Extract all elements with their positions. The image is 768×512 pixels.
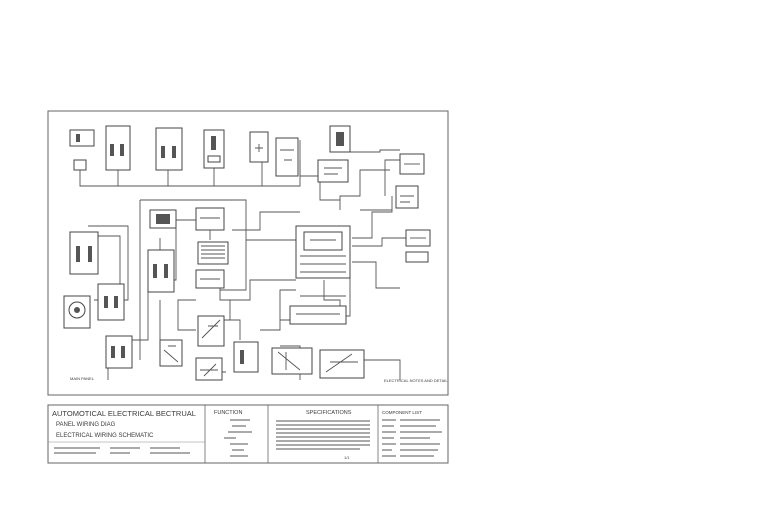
component-top-6 <box>275 137 299 177</box>
central-controller <box>295 225 351 279</box>
component-top-1 <box>69 129 95 171</box>
label-notes-caption: ELECTRICAL NOTES AND DETAIL <box>384 378 448 383</box>
component-right-3 <box>395 185 419 209</box>
component-mid-1 <box>149 209 177 229</box>
component-right-1 <box>317 159 349 183</box>
component-left-4 <box>105 335 133 369</box>
component-right-4 <box>405 229 431 247</box>
component-top-7 <box>329 125 351 153</box>
legend-heading: COMPONENT LIST <box>382 410 422 415</box>
component-mid-9 <box>289 305 347 325</box>
component-mid-7 <box>195 357 223 381</box>
component-mid-6 <box>159 339 183 367</box>
component-top-3 <box>155 127 183 171</box>
component-top-2 <box>105 125 131 171</box>
component-left-1 <box>69 231 99 275</box>
component-mid-2 <box>195 207 225 231</box>
component-left-3 <box>97 283 125 321</box>
sheet-number: 1/1 <box>344 455 350 460</box>
component-left-2 <box>63 295 91 329</box>
specs-heading: SPECIFICATIONS <box>306 410 352 416</box>
title-block-sub2: ELECTRICAL WIRING SCHEMATIC <box>56 433 154 439</box>
component-right-2 <box>399 153 425 175</box>
terminal-block <box>197 241 229 265</box>
title-block: AUTOMOTICAL ELECTRICAL BECTRUAL PANEL WI… <box>47 404 449 464</box>
component-bottom-1 <box>271 347 313 375</box>
label-bottom-left: MAIN PANEL <box>70 376 95 381</box>
component-top-4 <box>203 129 225 169</box>
component-mid-8 <box>233 341 259 373</box>
component-bottom-2 <box>319 349 365 379</box>
component-mid-4 <box>195 269 225 289</box>
title-block-title: AUTOMOTICAL ELECTRICAL BECTRUAL <box>52 409 196 418</box>
notes-heading: FUNCTION <box>214 410 242 416</box>
component-mid-5 <box>197 315 225 347</box>
component-mid-3 <box>147 249 175 293</box>
component-right-5 <box>405 251 429 263</box>
title-block-sub1: PANEL WIRING DIAG <box>56 422 116 428</box>
component-top-5 <box>249 131 269 163</box>
